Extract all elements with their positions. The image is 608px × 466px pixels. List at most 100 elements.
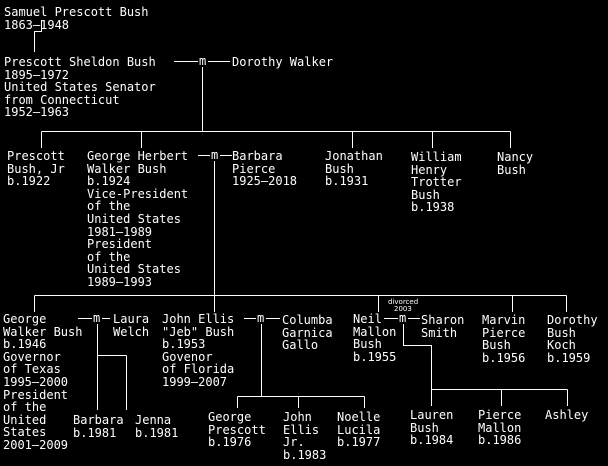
person-text-line: 1863–1948 xyxy=(4,17,70,32)
marriage-marker: m xyxy=(398,311,408,325)
person-text-line: Dorothy Walker xyxy=(232,55,334,69)
person-text-line: Garnica xyxy=(282,325,333,340)
person-text-line: 1925–2018 xyxy=(232,174,298,189)
person-text-line: 1895–1972 xyxy=(4,67,70,82)
person-text-line: United States Senator xyxy=(4,80,156,95)
person-text-line: William xyxy=(411,150,462,164)
person-text-line: b.1922 xyxy=(7,174,51,189)
person-text-line: Koch xyxy=(547,338,576,353)
person-text-line: Lauren xyxy=(410,408,454,422)
person-text-line: Bush xyxy=(482,338,511,353)
connector-samuel-to-prescott xyxy=(34,20,42,52)
person-text-line: United States xyxy=(87,211,181,226)
person-text-line: Prescott xyxy=(7,149,65,163)
person-text-line: Bush xyxy=(547,325,576,340)
person-text-line: Prescott xyxy=(208,422,266,437)
person-text-line: Mallon xyxy=(353,324,397,339)
person-text-line: Bush xyxy=(410,420,439,435)
marriage-marker: m xyxy=(92,311,102,325)
person-text-line: b.1946 xyxy=(3,337,47,352)
person-text-line: b.1984 xyxy=(410,433,454,448)
person-text-line: Governor xyxy=(3,349,61,364)
person-text-line: Bush xyxy=(325,161,354,176)
person-text-line: Noelle xyxy=(337,410,381,424)
person-text-line: b.1955 xyxy=(353,349,397,364)
marriage-marker: m xyxy=(256,311,266,325)
person-text-line: Dorothy xyxy=(547,313,598,327)
person-text-line: Columba xyxy=(282,313,333,327)
person-ashley-bush: Ashley xyxy=(545,409,588,422)
person-text-line: Mallon xyxy=(478,420,522,435)
person-text-line: Ellis xyxy=(283,422,320,437)
person-text-line: Nancy xyxy=(497,150,534,164)
person-text-line: Marvin xyxy=(482,313,526,327)
marriage-marker: m xyxy=(198,54,208,68)
person-text-line: Jonathan xyxy=(325,149,383,163)
person-text-line: 1952–1963 xyxy=(4,105,70,120)
person-text-line: b.1977 xyxy=(337,435,381,450)
divorce-year: 2003 xyxy=(394,305,412,313)
person-text-line: Pierce xyxy=(232,161,276,176)
divorce-note: divorced 2003 xyxy=(388,299,418,313)
person-text-line: 1989–1993 xyxy=(87,274,153,289)
person-text-line: Vice-President xyxy=(87,186,189,201)
person-text-line: Laura xyxy=(113,312,150,326)
person-text-line: Pierce xyxy=(482,325,526,340)
person-text-line: b.1938 xyxy=(411,200,455,215)
person-text-line: Prescott Sheldon Bush xyxy=(4,55,156,69)
person-text-line: 1981–1989 xyxy=(87,224,153,239)
marriage-marker: m xyxy=(210,148,220,162)
person-text-line: Lucila xyxy=(337,422,381,437)
person-text-line: b.1959 xyxy=(547,350,591,365)
person-text-line: of the xyxy=(87,249,131,264)
descent-jeb-columba xyxy=(237,323,365,408)
person-text-line: United States xyxy=(87,262,181,277)
person-text-line: b.1981 xyxy=(135,425,179,440)
person-text-line: Samuel Prescott Bush xyxy=(4,5,149,19)
person-text-line: States xyxy=(3,425,47,440)
person-text-line: George xyxy=(208,410,252,424)
person-text-line: Sharon xyxy=(421,313,465,327)
person-text-line: b.1983 xyxy=(283,447,327,462)
person-text-line: Neil xyxy=(353,312,382,326)
person-text-line: Welch xyxy=(113,324,150,339)
divorce-label: divorced xyxy=(388,298,419,306)
person-text-line: Gallo xyxy=(282,338,319,353)
person-text-line: Smith xyxy=(421,325,458,340)
person-text-line: George Herbert xyxy=(87,149,189,163)
person-text-line: Bush xyxy=(497,162,526,177)
person-text-line: of Florida xyxy=(162,362,235,377)
person-text-line: of Texas xyxy=(3,362,61,377)
person-text-line: b.1981 xyxy=(73,425,117,440)
person-text-line: b.1924 xyxy=(87,174,131,189)
person-text-line: Jr. xyxy=(283,435,305,450)
person-text-line: of the xyxy=(3,400,47,415)
person-text-line: George xyxy=(3,312,47,326)
person-text-line: Barbara xyxy=(232,149,283,163)
person-text-line: United xyxy=(3,412,47,427)
person-text-line: President xyxy=(3,387,69,402)
person-text-line: Bush xyxy=(411,187,440,202)
person-text-line: b.1956 xyxy=(482,350,526,365)
person-text-line: 1999–2007 xyxy=(162,374,228,389)
person-text-line: Bush, Jr xyxy=(7,161,65,176)
